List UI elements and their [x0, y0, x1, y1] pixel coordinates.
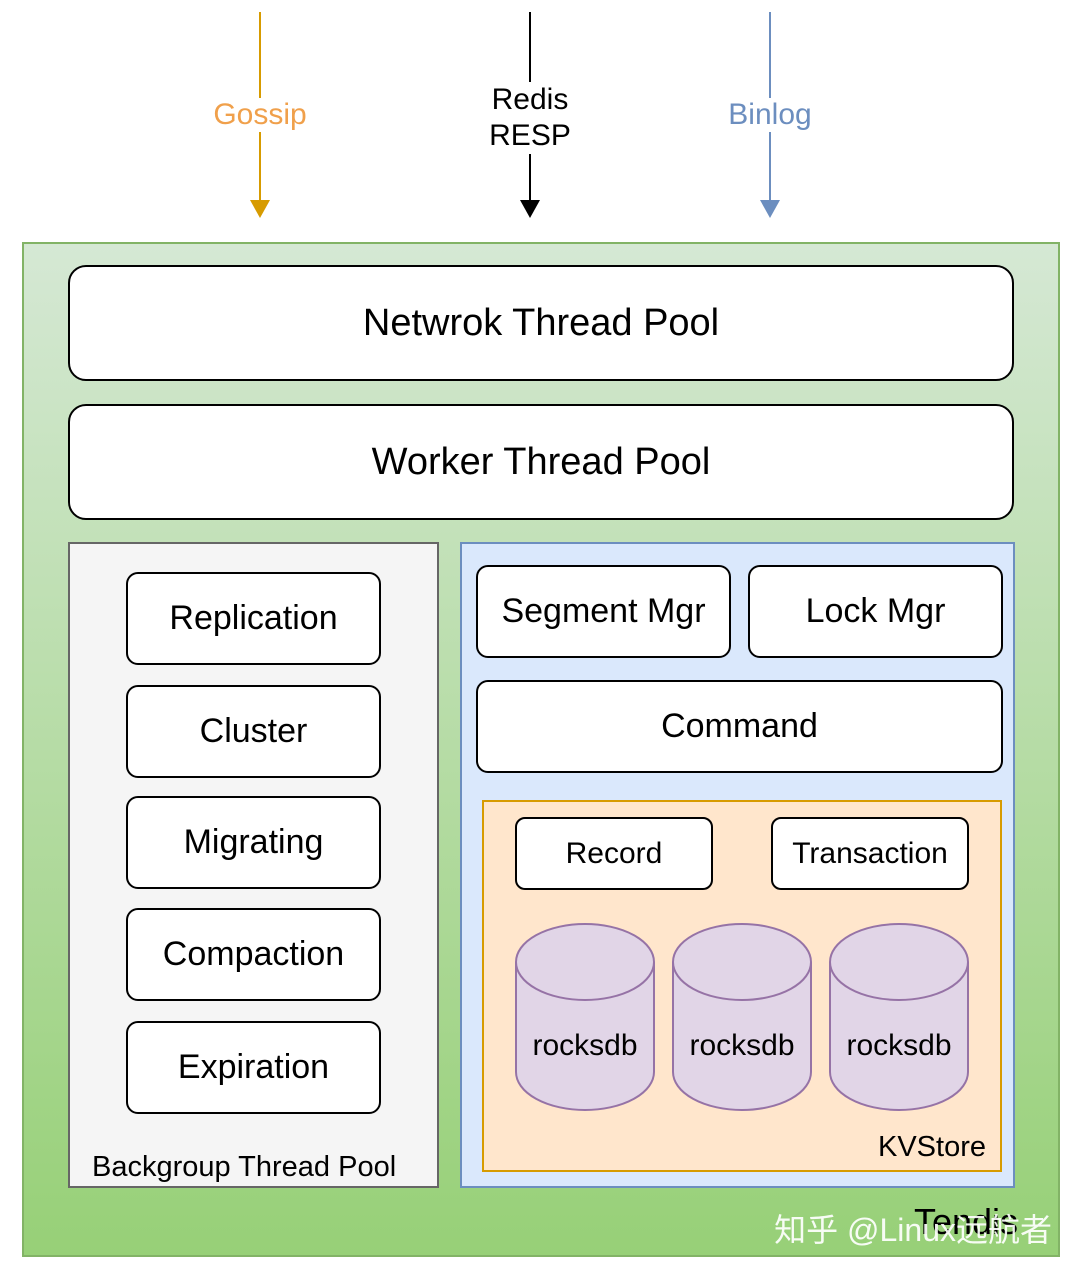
rocksdb-cylinder-2: [672, 923, 812, 1111]
rocksdb-label-3: rocksdb: [846, 1029, 952, 1062]
background-thread-pool-label: Backgroup Thread Pool: [92, 1151, 397, 1183]
task-compaction: Compaction: [126, 908, 381, 1001]
rocksdb-label-2: rocksdb: [689, 1029, 795, 1062]
task-replication: Replication: [126, 572, 381, 665]
task-cluster: Cluster: [126, 685, 381, 778]
redis-resp-label: Redis RESP: [430, 82, 630, 154]
record-box: Record: [515, 817, 713, 890]
worker-thread-pool: Worker Thread Pool: [68, 404, 1014, 520]
tendis-label: Tendis: [913, 1201, 1018, 1242]
task-migrating: Migrating: [126, 796, 381, 889]
network-thread-pool: Netwrok Thread Pool: [68, 265, 1014, 381]
redis-label-line1: Redis: [491, 83, 569, 116]
lock-mgr-box: Lock Mgr: [748, 565, 1003, 658]
task-expiration: Expiration: [126, 1021, 381, 1114]
gossip-arrowhead: [250, 200, 270, 218]
kvstore-label: KVStore: [878, 1131, 986, 1163]
binlog-arrowhead: [760, 200, 780, 218]
redis-label-line2: RESP: [489, 119, 571, 152]
command-box: Command: [476, 680, 1003, 773]
gossip-label: Gossip: [160, 98, 360, 132]
redis-arrowhead: [520, 200, 540, 218]
segment-mgr-box: Segment Mgr: [476, 565, 731, 658]
watermark: 知乎 @Linux远航者: [774, 1212, 1052, 1248]
binlog-label: Binlog: [670, 98, 870, 132]
rocksdb-cylinder-1: [515, 923, 655, 1111]
rocksdb-cylinder-3: [829, 923, 969, 1111]
rocksdb-label-1: rocksdb: [532, 1029, 638, 1062]
transaction-box: Transaction: [771, 817, 969, 890]
